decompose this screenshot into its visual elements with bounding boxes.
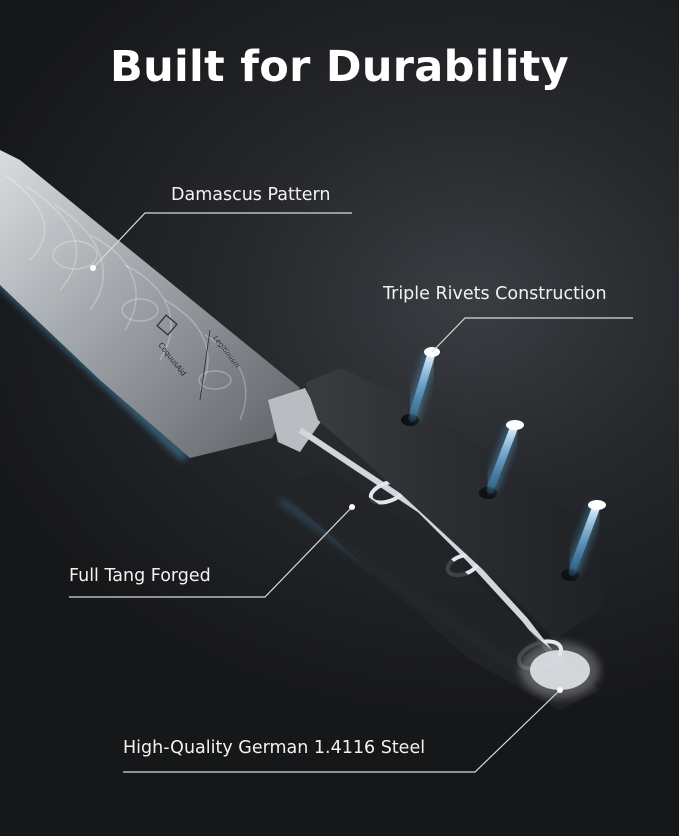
callout-line-tang: [69, 506, 353, 598]
callout-triple-rivets: Triple Rivets Construction: [383, 284, 607, 304]
callout-line-damascus: [92, 212, 352, 269]
callout-damascus-pattern: Damascus Pattern: [171, 185, 331, 205]
handle-scale-lower: [275, 470, 600, 710]
callout-dot-damascus: [90, 265, 96, 271]
exposed-tang: [298, 427, 563, 667]
callout-german-steel: High-Quality German 1.4116 Steel: [123, 738, 426, 758]
callout-lines: [69, 212, 633, 773]
callout-dot-steel: [557, 687, 563, 693]
callout-line-steel: [123, 689, 561, 773]
blade-etching: [156, 314, 211, 401]
callout-line-rivets: [431, 317, 633, 353]
handle-scale-upper: [305, 368, 615, 640]
callout-dot-tang: [349, 504, 355, 510]
callout-full-tang: Full Tang Forged: [69, 566, 211, 586]
damascus-blade: [0, 150, 300, 458]
rivets: [405, 347, 606, 576]
headline: Built for Durability: [110, 42, 569, 92]
damascus-pattern: [4, 174, 247, 421]
